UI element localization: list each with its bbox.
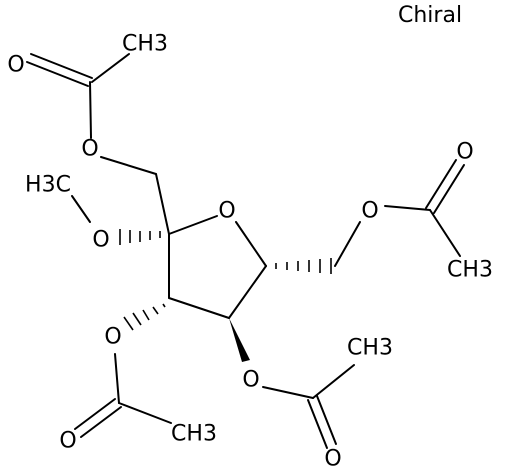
atom-label-o-ring: O [218,199,235,224]
bond-ester-carbonyl-c4 [262,386,314,399]
bond-carbonyl-o-c4-a [307,399,328,449]
bond-c4-c3 [168,297,230,319]
hashed-bond-c3-oester [123,303,166,331]
bond-carbonyl-o-top-a [26,61,89,87]
atom-label-o-carbonyl-c4: O [324,447,341,472]
wedge-bond-c4-oester [229,318,250,362]
bond-carbonyl-ester-top [89,81,92,139]
bond-oring-c5 [235,221,267,267]
atom-label-o-carbonyl-c3: O [59,429,76,454]
atom-label-o-ester-c3: O [104,325,121,350]
atom-label-ch3-right: CH3 [447,258,493,283]
atom-label-o-carbonyl-top: O [7,53,24,78]
bond-carbonyl-ch3-c3 [118,402,172,424]
bond-ch2-c2 [155,173,170,235]
bond-carbonyl-o-top-b [30,53,93,79]
atom-label-ch3-c4: CH3 [347,336,393,361]
bond-carbonyl-o-c4-b [316,395,337,445]
bond-ester-carbonyl-c3 [114,353,120,404]
bond-layer [26,53,465,449]
bond-ester-carbonyl-right [384,205,431,211]
atom-label-o-ester-right: O [361,199,378,224]
atom-label-o-methoxy: O [92,228,109,253]
bond-ester-ch2-top [100,156,157,175]
atom-label-o-carbonyl-right: O [456,140,473,165]
bond-carbonyl-ch3-c4 [312,364,355,399]
bond-carbonyl-o-right-a [425,159,457,209]
bond-carbonyl-o-right-b [433,164,465,214]
chirality-label: Chiral [398,3,462,28]
atom-label-o-ester-top: O [81,137,98,162]
bond-omethoxy-ch3 [71,195,91,223]
stereo-bond-layer [119,229,332,362]
atom-label-ch3-c3: CH3 [171,422,217,447]
atom-label-o-ester-c4: O [242,368,259,393]
bond-carbonyl-o-c3-a [74,398,116,430]
atom-label-ch3-top: CH3 [122,32,168,57]
bond-c2-oring [168,215,218,235]
hashed-bond-c5-ch2 [275,258,332,274]
bond-ch3-carbonyl-top [91,53,130,83]
bond-ch2-ester-right [334,221,361,267]
atom-label-ch3-methoxy: H3C [25,173,71,198]
bond-c5-c4 [228,265,267,319]
bond-carbonyl-ch3-right [429,209,461,257]
atom-label-layer: CH3 O O H3C O O O O CH3 O CH3 O CH3 O O [7,32,493,472]
bond-carbonyl-o-c3-b [80,406,122,438]
hashed-bond-c2-omethoxy [119,229,161,245]
